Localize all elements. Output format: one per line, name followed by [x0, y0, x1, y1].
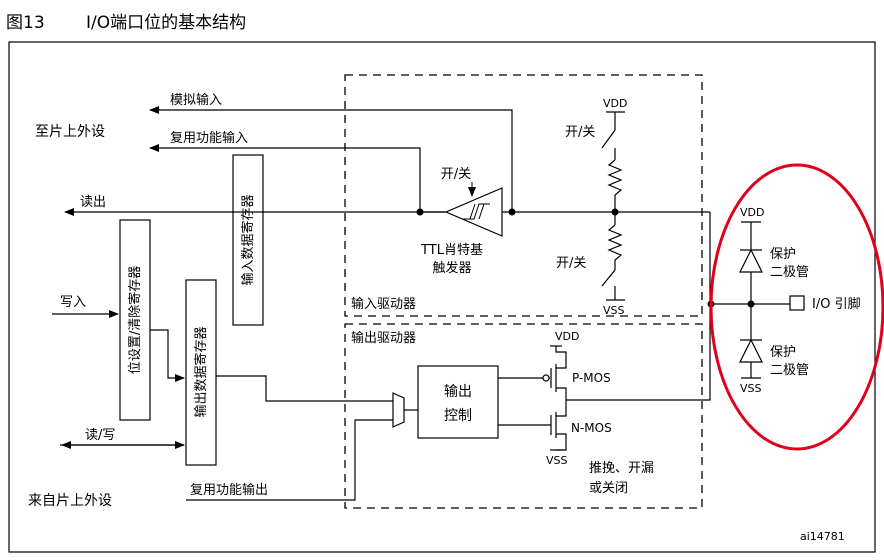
label-from-peripheral: 来自片上外设 [28, 493, 112, 509]
output-control-block [417, 365, 499, 439]
bit-set-reset-register [119, 219, 151, 421]
label-vss-main: VSS [603, 304, 625, 317]
label-vdd-prot: VDD [740, 206, 764, 219]
label-vss-prot: VSS [740, 382, 762, 395]
io-pin-square [789, 295, 805, 311]
highlight-ellipse [709, 163, 884, 451]
label-read-write: 读/写 [85, 428, 115, 443]
label-ttl-trigger-1: TTL肖特基 [420, 243, 483, 258]
output-driver-region [344, 323, 703, 509]
label-alt-func-input: 复用功能输入 [170, 130, 248, 146]
label-output-ctrl-2: 控制 [444, 408, 472, 424]
label-input-data-register: 输入数据寄存器 [240, 194, 256, 285]
label-bit-set-reset-register: 位设置/清除寄存器 [127, 266, 143, 374]
pull-resistors [601, 111, 625, 301]
label-on-off-ttl: 开/关 [441, 167, 471, 182]
label-analog-input: 模拟输入 [170, 92, 222, 108]
input-data-register [232, 154, 264, 326]
label-nmos: N-MOS [571, 421, 612, 435]
figure-number: 图13 [6, 13, 45, 33]
label-output-ctrl-1: 输出 [444, 384, 472, 400]
label-read-out: 读出 [80, 195, 106, 210]
label-protect-bottom-2: 二极管 [770, 363, 809, 378]
label-vdd-out: VDD [555, 330, 579, 343]
output-data-register [185, 279, 217, 466]
left-wiring [52, 106, 513, 501]
label-alt-func-output: 复用功能输出 [190, 482, 268, 498]
input-driver-region [344, 74, 703, 317]
label-protect-bottom-1: 保护 [770, 345, 796, 360]
label-output-driver: 输出驱动器 [351, 330, 416, 346]
label-protect-top-1: 保护 [770, 247, 796, 262]
protection-diodes [711, 221, 790, 379]
ttl-schmitt-trigger [420, 182, 710, 237]
label-mode-1: 推挽、开漏 [589, 460, 654, 476]
outer-frame [8, 41, 876, 553]
output-mux [392, 392, 405, 428]
label-output-data-register: 输出数据寄存器 [193, 326, 209, 417]
label-io-pin: I/O 引脚 [812, 296, 861, 312]
label-input-driver: 输入驱动器 [351, 296, 416, 312]
label-pmos: P-MOS [572, 371, 611, 385]
label-vss-out: VSS [546, 454, 568, 467]
figure-code: ai14781 [800, 530, 845, 543]
label-protect-top-2: 二极管 [770, 265, 809, 280]
label-mode-2: 或关闭 [589, 481, 628, 496]
label-on-off-top: 开/关 [565, 125, 595, 140]
label-vdd-main: VDD [603, 97, 627, 110]
junction-dots [416, 208, 755, 308]
figure-title: I/O端口位的基本结构 [86, 13, 247, 33]
label-write-in: 写入 [60, 295, 86, 310]
label-on-off-bottom: 开/关 [556, 256, 586, 271]
mos-transistors [498, 212, 711, 451]
label-ttl-trigger-2: 触发器 [432, 260, 471, 276]
label-to-peripheral: 至片上外设 [35, 124, 105, 140]
